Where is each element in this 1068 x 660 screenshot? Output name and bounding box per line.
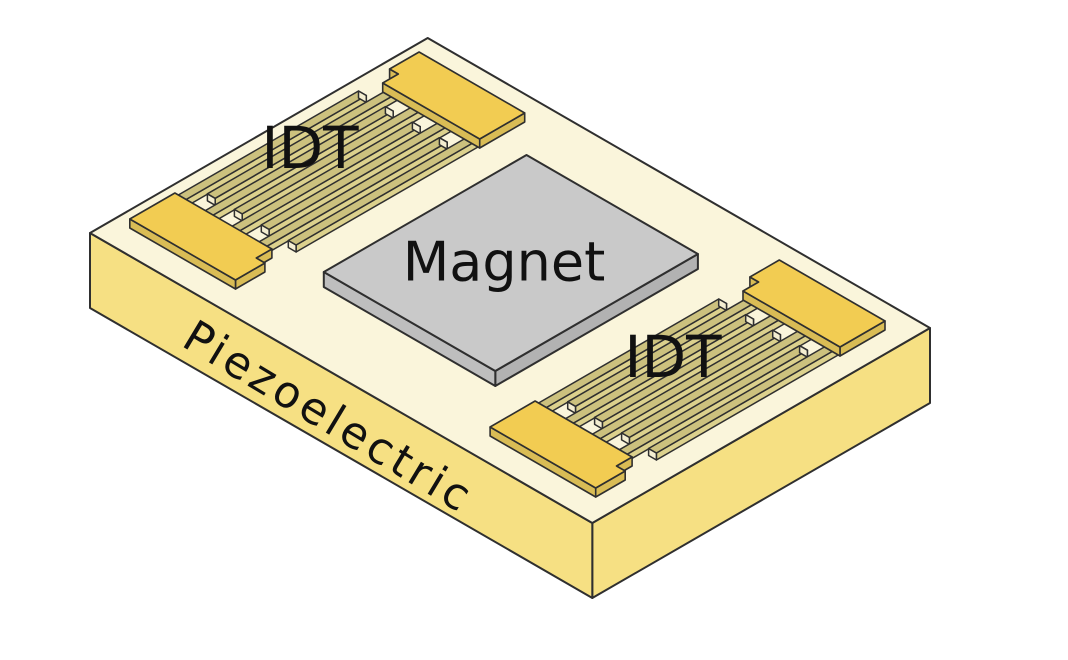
idt-top-left (129, 51, 526, 290)
magnet-top-face (322, 154, 699, 372)
label-idt-top-left: IDT (261, 114, 359, 182)
idt-bus-lower-top-face (489, 400, 633, 489)
idt-bus-upper-top-face (381, 51, 526, 140)
idt-bus-lower-top-face (129, 192, 273, 281)
label-magnet: Magnet (403, 231, 606, 294)
label-idt-bottom-right: IDT (624, 323, 722, 391)
magnet-plate (322, 154, 699, 387)
idt-bus-upper-top-face (742, 259, 886, 348)
idt-bottom-right (489, 259, 886, 498)
